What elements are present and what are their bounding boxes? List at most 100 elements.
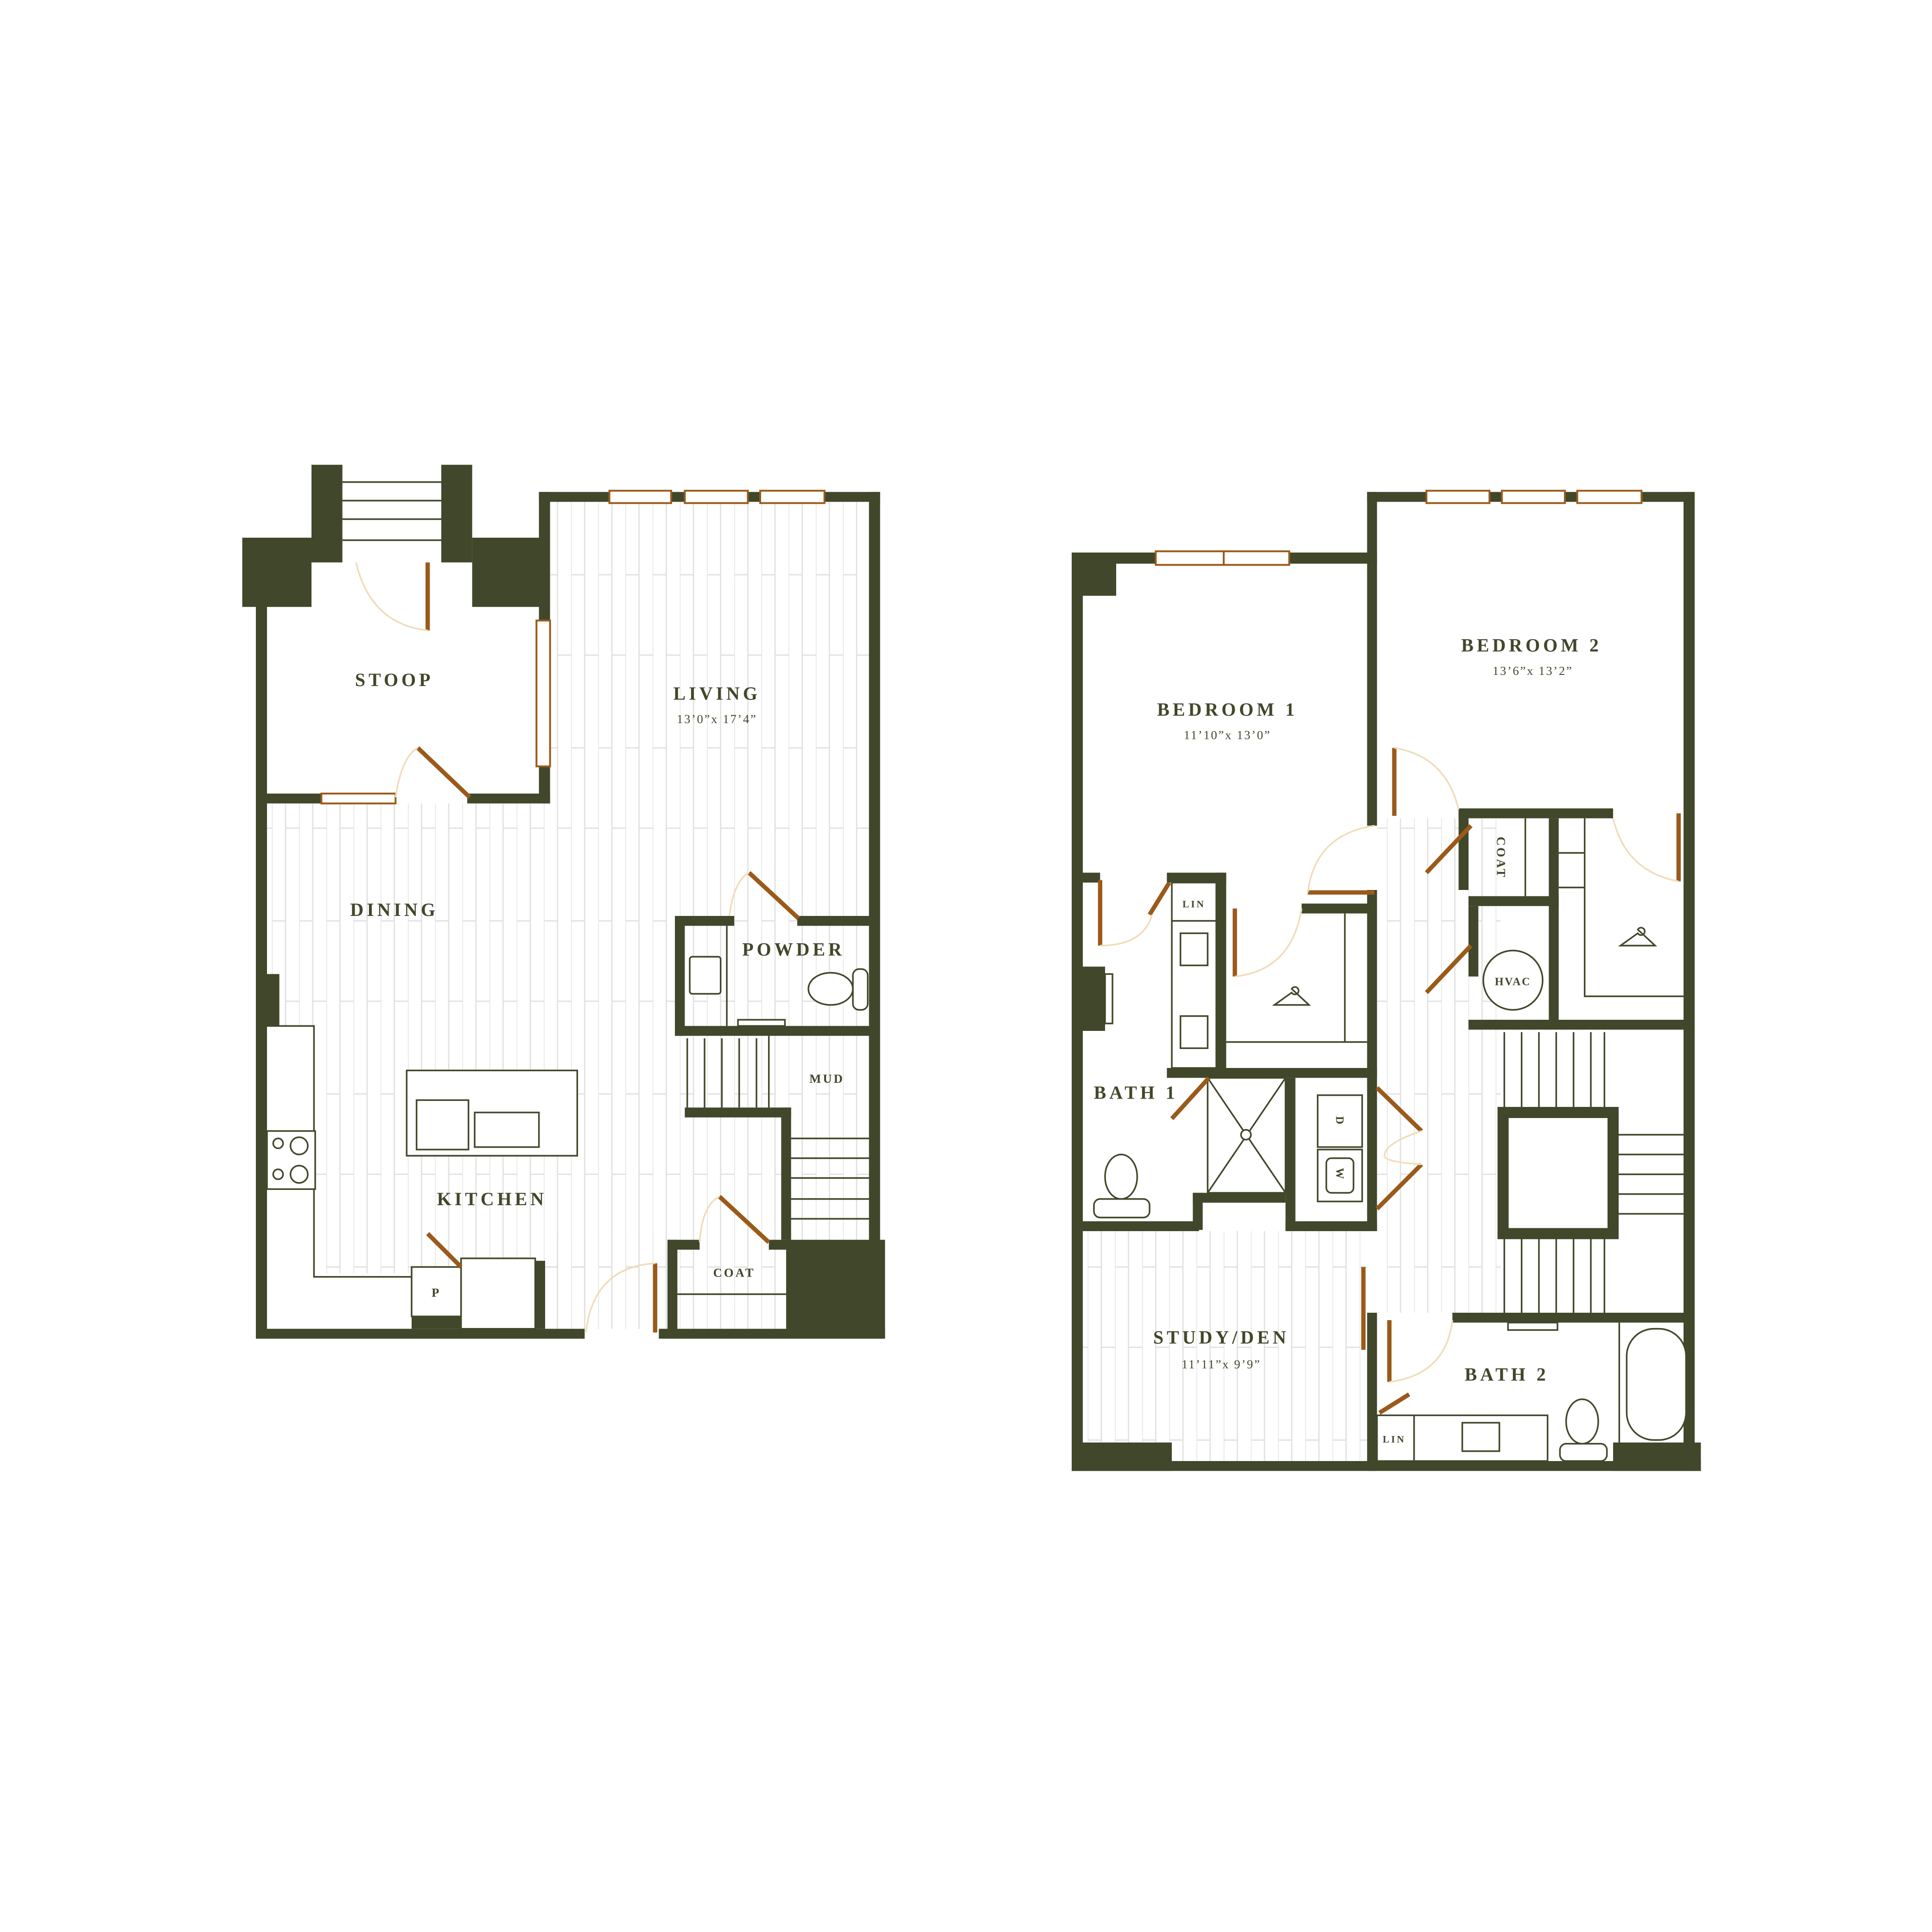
burner <box>289 1136 309 1156</box>
hvac-door[interactable] <box>1424 944 1473 994</box>
door-swing <box>585 1262 655 1333</box>
door-swing <box>1394 747 1460 810</box>
door-swing <box>1100 914 1153 947</box>
toilet-icon <box>1104 1153 1138 1200</box>
wall <box>1613 1443 1701 1471</box>
refrigerator <box>460 1257 536 1330</box>
room-dimensions-study: 11’11”x 9’9” <box>1182 1357 1261 1371</box>
room-label-coat: COAT <box>713 1266 755 1280</box>
window <box>684 489 749 504</box>
wall <box>1083 872 1100 883</box>
wall <box>1452 1313 1694 1323</box>
wall <box>1468 896 1559 906</box>
stairs <box>1618 1134 1689 1215</box>
wall <box>1083 966 1105 1031</box>
front-door[interactable] <box>416 746 471 799</box>
wall <box>1083 1221 1199 1231</box>
door-swing <box>1389 1320 1454 1383</box>
room-label-linen2: LIN <box>1383 1434 1406 1445</box>
closet-shelf <box>1226 913 1367 1043</box>
wall <box>1367 890 1377 1231</box>
window <box>535 619 551 768</box>
wall <box>1302 903 1375 914</box>
window <box>1501 489 1566 504</box>
wall <box>667 1239 700 1250</box>
sink-icon <box>689 956 722 995</box>
room-label-hvac: HVAC <box>1495 976 1531 988</box>
powder-door[interactable] <box>747 871 800 920</box>
toilet-icon <box>807 972 854 1006</box>
pantry-door[interactable] <box>426 1232 463 1269</box>
wall <box>675 916 734 926</box>
wall <box>786 1239 885 1339</box>
wall <box>1458 808 1468 890</box>
room-label-powder: POWDER <box>742 939 845 960</box>
wall <box>1193 1193 1286 1203</box>
room-label-pantry: P <box>432 1285 441 1299</box>
wall <box>667 1239 678 1339</box>
stair-core <box>1497 1107 1619 1239</box>
room-label-study: STUDY/DEN <box>1153 1327 1290 1348</box>
window <box>1425 489 1491 504</box>
wall <box>1193 1193 1203 1230</box>
wall <box>311 464 343 563</box>
wall <box>1684 492 1695 1471</box>
wall <box>1072 1461 1701 1471</box>
burner <box>272 1138 284 1150</box>
bath1-shower-door[interactable] <box>1170 1076 1211 1120</box>
wall <box>1285 1078 1296 1231</box>
wall <box>1216 872 1227 1078</box>
bathtub <box>1626 1328 1687 1441</box>
coat-door[interactable] <box>1424 824 1473 874</box>
linen-door[interactable] <box>1148 881 1171 916</box>
toilet-icon <box>1565 1398 1599 1445</box>
wall <box>1458 808 1613 819</box>
upper-level-plan: BEDROOM 1 11’10”x 13’0” BEDROOM 2 13’6”x… <box>1072 489 1701 1471</box>
wall <box>769 1239 791 1250</box>
room-label-bath2: BATH 2 <box>1465 1364 1549 1385</box>
vent <box>1507 1322 1558 1331</box>
door-swing <box>728 872 750 916</box>
wall <box>1167 872 1227 883</box>
wall <box>1367 1313 1377 1471</box>
coat-door[interactable] <box>718 1195 770 1244</box>
burner <box>289 1164 309 1184</box>
lower-level-plan: STOOP LIVING 13’0”x 17’4” DINING POWDER … <box>242 464 885 1339</box>
wall <box>412 1316 461 1329</box>
floor-living <box>550 502 869 1329</box>
wall <box>256 605 267 1339</box>
room-label-kitchen: KITCHEN <box>437 1188 547 1209</box>
burner <box>272 1168 284 1180</box>
stairs <box>686 1036 770 1108</box>
stoop-stairs <box>342 481 441 541</box>
wall <box>535 1261 545 1329</box>
door-swing <box>1307 825 1375 893</box>
linen-door[interactable] <box>1378 1392 1411 1415</box>
sink-icon <box>474 1112 540 1148</box>
door-swing <box>699 1195 720 1243</box>
sink-icon <box>1461 1422 1500 1452</box>
room-label-dining: DINING <box>350 899 439 920</box>
wall <box>256 1328 585 1339</box>
room-label-bedroom1: BEDROOM 1 <box>1157 699 1298 720</box>
room-label-bath1: BATH 1 <box>1094 1082 1178 1103</box>
toilet-tank <box>852 968 869 1011</box>
wall <box>797 916 879 926</box>
wall <box>675 1026 879 1036</box>
label-dryer: D <box>1334 1116 1346 1126</box>
wall <box>472 538 544 607</box>
laundry-door[interactable] <box>1375 1086 1423 1211</box>
room-label-bedroom2: BEDROOM 2 <box>1461 635 1602 655</box>
dryer <box>1316 1094 1363 1148</box>
wall <box>1367 492 1377 826</box>
window <box>759 489 826 504</box>
toilet-tank <box>1093 1198 1150 1219</box>
wall <box>242 538 311 607</box>
room-label-mud: MUD <box>809 1072 845 1086</box>
floor-hall <box>1377 818 1501 1313</box>
hanger-icon <box>1271 986 1311 1006</box>
room-dimensions-living: 13’0”x 17’4” <box>677 712 757 726</box>
stairs <box>791 1138 873 1220</box>
hvac-unit <box>1482 949 1544 1011</box>
door-swing <box>1612 818 1679 883</box>
